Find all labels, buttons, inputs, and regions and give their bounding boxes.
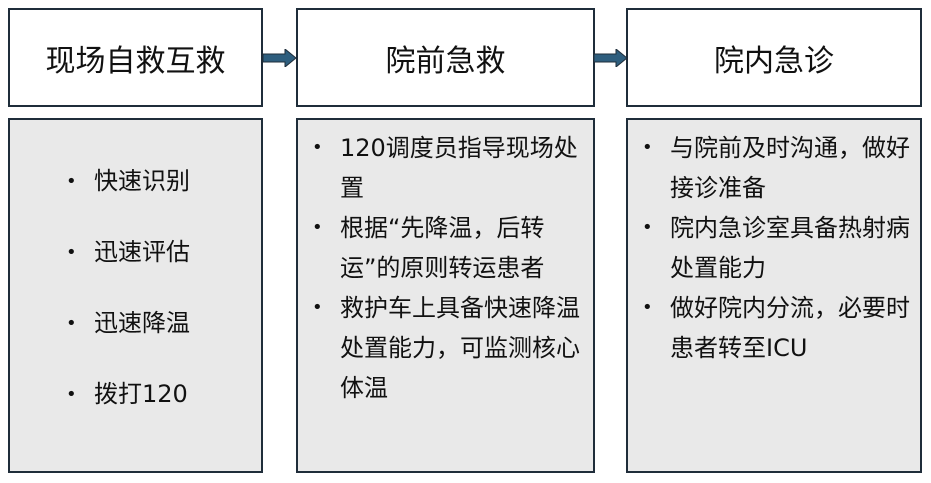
arrow-right-icon [263,49,297,67]
stage-3-title: 院内急诊 [714,43,834,79]
list-item: 迅速评估 [52,217,261,288]
stage-1-panel: 快速识别 迅速评估 迅速降温 拨打120 [8,118,263,473]
list-item: 迅速降温 [52,288,261,359]
list-item: 根据“先降温，后转运”的原则转运患者 [298,208,585,288]
arrow-right-icon [594,49,628,67]
list-item: 快速识别 [52,146,261,217]
stage-3-panel: 与院前及时沟通，做好接诊准备 院内急诊室具备热射病处置能力 做好院内分流，必要时… [626,118,922,473]
stage-1-title: 现场自救互救 [45,43,226,79]
list-item: 做好院内分流，必要时患者转至ICU [628,288,916,368]
stage-2-panel: 120调度员指导现场处置 根据“先降温，后转运”的原则转运患者 救护车上具备快速… [296,118,595,473]
stage-1-header: 现场自救互救 [8,8,263,107]
list-item: 院内急诊室具备热射病处置能力 [628,208,916,288]
stage-2-header: 院前急救 [296,8,595,107]
stage-3-header: 院内急诊 [626,8,922,107]
list-item: 救护车上具备快速降温处置能力，可监测核心体温 [298,288,585,408]
list-item: 拨打120 [52,359,261,430]
list-item: 120调度员指导现场处置 [298,128,585,208]
list-item: 与院前及时沟通，做好接诊准备 [628,128,916,208]
stage-2-title: 院前急救 [385,43,506,79]
